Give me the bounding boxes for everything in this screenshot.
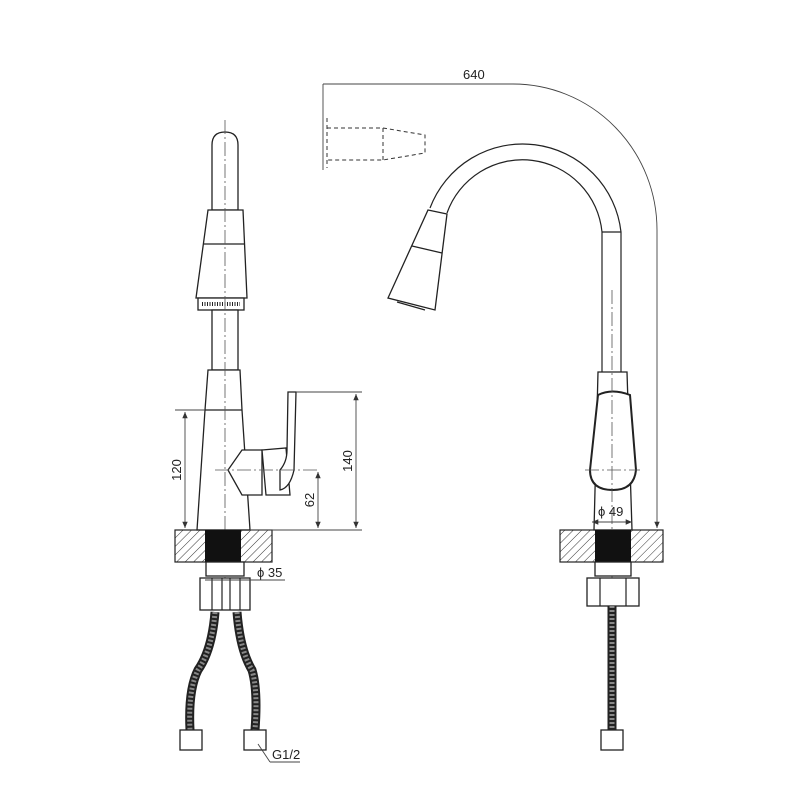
dim-640: 640 [463, 67, 485, 82]
shank-section [205, 530, 241, 562]
hose-fitting [243, 729, 267, 751]
hose-fitting [179, 729, 203, 751]
threaded-shank [199, 577, 251, 611]
hose-fitting [600, 729, 624, 751]
handle-cone [227, 449, 263, 496]
pull-out-spray-head [387, 209, 448, 311]
dim-phi49: ϕ 49 [598, 504, 623, 519]
side-view: 120 140 62 ϕ 35 G1/2 [169, 120, 362, 763]
mounting-nut [594, 561, 632, 577]
threaded-shank [586, 577, 640, 607]
dim-140: 140 [340, 450, 355, 472]
dim-phi35: ϕ 35 [257, 565, 282, 580]
mounting-nut [205, 561, 245, 577]
dim-62: 62 [302, 493, 317, 507]
handle-lever [279, 391, 297, 491]
shank-section [595, 530, 631, 562]
spray-head-ghost [327, 127, 426, 161]
dim-g12: G1/2 [272, 747, 300, 762]
dim-120: 120 [169, 459, 184, 481]
gooseneck-spout [429, 143, 622, 372]
dim-640-line [323, 83, 660, 528]
handle-front [588, 390, 638, 492]
spray-head [195, 209, 248, 299]
supply-hose-left [185, 611, 220, 731]
front-view: ϕ 49 640 [322, 67, 664, 751]
